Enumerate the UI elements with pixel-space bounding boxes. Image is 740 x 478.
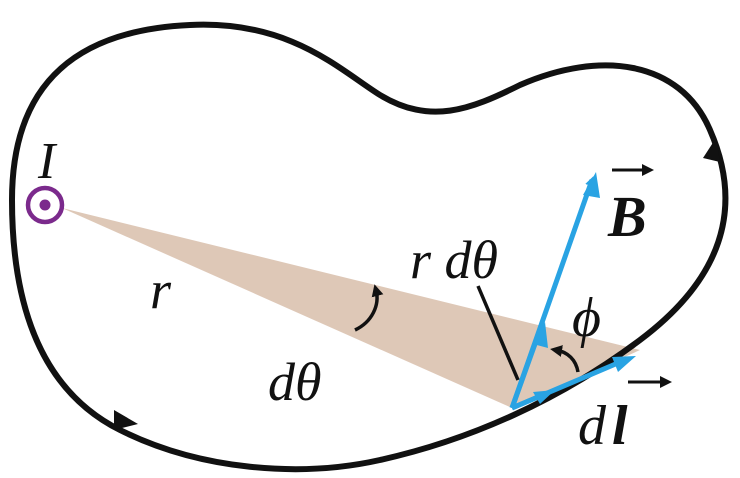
svg-text:l: l (612, 395, 628, 457)
dl-arrowhead (612, 356, 636, 372)
loop-direction-arrow-top-right (703, 138, 720, 162)
loop-direction-arrow-bottom-left (114, 410, 138, 430)
arc-length-pointer (476, 285, 520, 381)
svg-text:d: d (578, 395, 607, 457)
b-field-label: B (607, 164, 654, 249)
current-out-of-page-icon (25, 185, 65, 225)
b-field-arrowhead (583, 172, 600, 198)
angle-wedge (62, 208, 640, 408)
amperian-loop (8, 21, 729, 473)
svg-text:B: B (607, 184, 647, 249)
arc-length-label: r dθ (410, 230, 498, 290)
dtheta-arc-arrow (354, 284, 384, 332)
current-label: I (37, 133, 58, 190)
dl-label: d l (578, 376, 672, 457)
phi-arc-arrow (550, 345, 580, 373)
phi-label: ϕ (572, 287, 601, 349)
dl-radial-arrowhead (533, 390, 555, 404)
angle-label: dθ (268, 352, 322, 412)
b-parallel-arrowhead (533, 322, 548, 348)
radius-label: r (150, 260, 172, 320)
